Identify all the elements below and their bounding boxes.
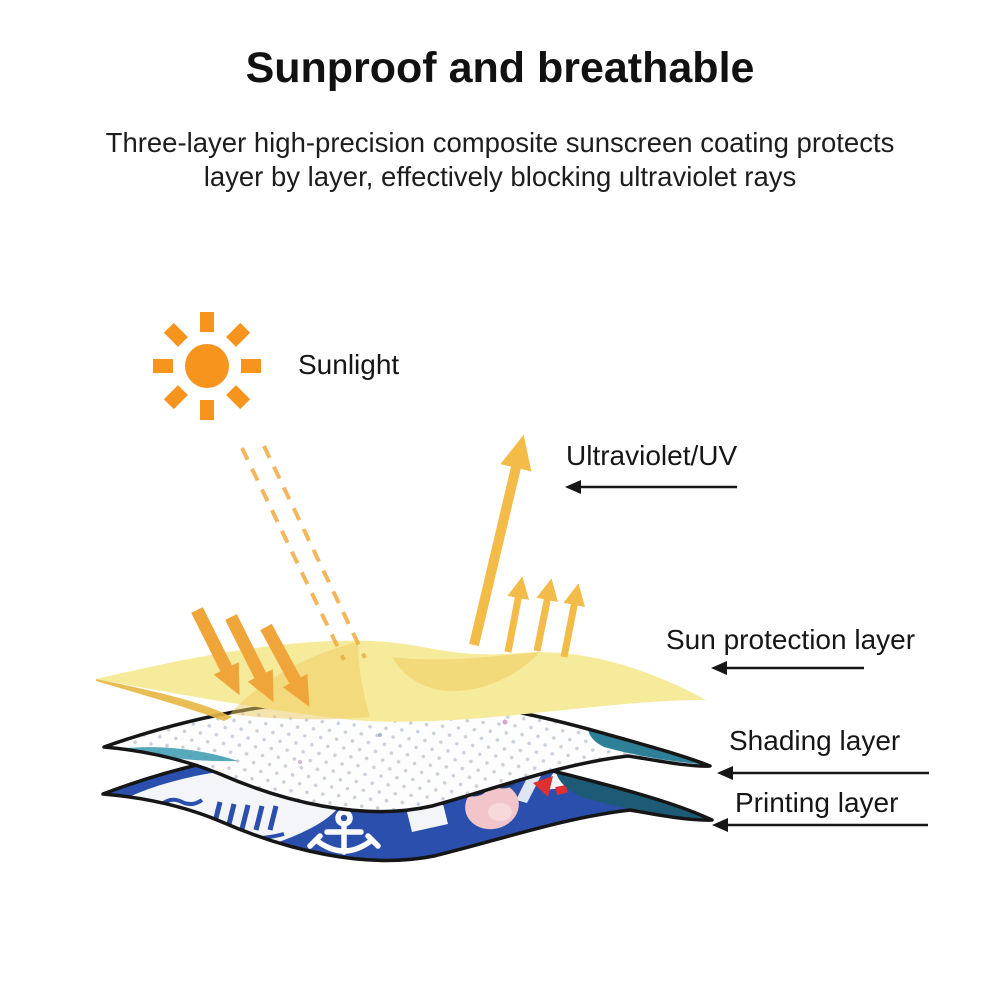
incoming-uv-arrows-icon xyxy=(191,607,310,707)
sun-protection-layer-label: Sun protection layer xyxy=(666,624,916,655)
ultraviolet-label: Ultraviolet/UV xyxy=(566,440,738,471)
shading-layer-graphic xyxy=(102,696,712,814)
shading-layer-edge-wedge xyxy=(116,747,238,762)
subtitle-line-1: Three-layer high-precision composite sun… xyxy=(105,127,895,158)
sun-protection-layer-graphic xyxy=(96,640,706,722)
reflected-uv-arrow-icon xyxy=(469,434,532,647)
print-red-shape xyxy=(555,784,568,795)
print-scribble xyxy=(166,811,193,820)
subtitle-line-2: layer by layer, effectively blocking ult… xyxy=(203,161,797,192)
shading-layer-label: Shading layer xyxy=(729,725,901,756)
page-subtitle: Three-layer high-precision composite sun… xyxy=(0,126,1000,194)
page-title: Sunproof and breathable xyxy=(245,44,755,92)
sunlight-label: Sunlight xyxy=(298,349,400,380)
print-scribble xyxy=(158,797,204,808)
sun-layer-gold-edge xyxy=(96,679,232,721)
sun-icon xyxy=(153,312,261,420)
printing-layer-rolled-edge xyxy=(556,772,712,822)
print-red-shape xyxy=(533,776,553,797)
anchor-icon xyxy=(307,809,381,855)
sunlight-dashed-rays xyxy=(240,445,367,661)
printing-layer-label: Printing layer xyxy=(735,787,899,818)
reflected-uv-small-arrows-icon xyxy=(504,576,586,658)
